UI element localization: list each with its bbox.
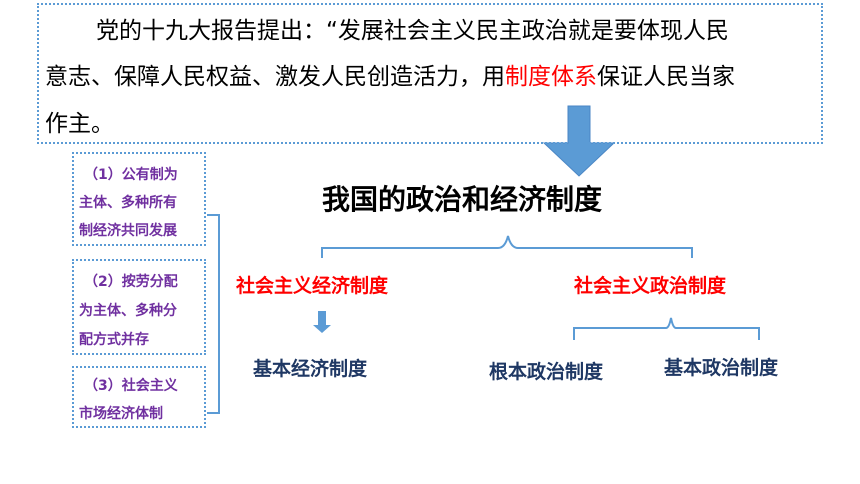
brace-icon — [207, 214, 220, 414]
quote-line-2: 意志、保障人民权益、激发人民创造活力，用制度体系保证人民当家 — [45, 62, 735, 92]
quote-line-1: 党的十九大报告提出：“发展社会主义民主政治就是要体现人民 — [96, 18, 729, 44]
economic-item-line: 市场经济体制 — [79, 406, 163, 422]
brace-icon — [321, 235, 693, 258]
fundamental-political-system-label: 根本政治制度 — [489, 361, 604, 383]
economic-item-line: 制经济共同发展 — [79, 223, 177, 239]
quote-text: 保证人民当家 — [597, 64, 735, 90]
economic-item-box-3: （3）社会主义 市场经济体制 — [72, 366, 206, 428]
diagram-title: 我国的政治和经济制度 — [322, 183, 603, 216]
economic-item-box-2: （2）按劳分配 为主体、多种分 配方式并存 — [72, 259, 206, 355]
economic-item-line: （2）按劳分配 — [84, 274, 178, 290]
quote-text: 意志、保障人民权益、激发人民创造活力，用 — [45, 64, 505, 90]
economic-system-label: 社会主义经济制度 — [236, 275, 389, 297]
economic-item-line: 配方式并存 — [79, 332, 149, 348]
quote-highlight: 制度体系 — [505, 64, 597, 90]
political-system-label: 社会主义政治制度 — [574, 275, 727, 297]
quote-line-3: 作主。 — [45, 111, 114, 137]
brace-icon — [573, 317, 760, 340]
small-down-arrow-icon — [313, 311, 331, 333]
economic-item-box-1: （1）公有制为 主体、多种所有 制经济共同发展 — [72, 152, 206, 246]
economic-item-line: （3）社会主义 — [84, 378, 178, 394]
economic-item-line: 为主体、多种分 — [79, 303, 177, 319]
quote-box — [37, 3, 823, 144]
basic-economic-system-label: 基本经济制度 — [253, 358, 368, 380]
economic-item-line: （1）公有制为 — [84, 167, 178, 183]
basic-political-system-label: 基本政治制度 — [664, 357, 779, 379]
economic-item-line: 主体、多种所有 — [79, 195, 177, 211]
